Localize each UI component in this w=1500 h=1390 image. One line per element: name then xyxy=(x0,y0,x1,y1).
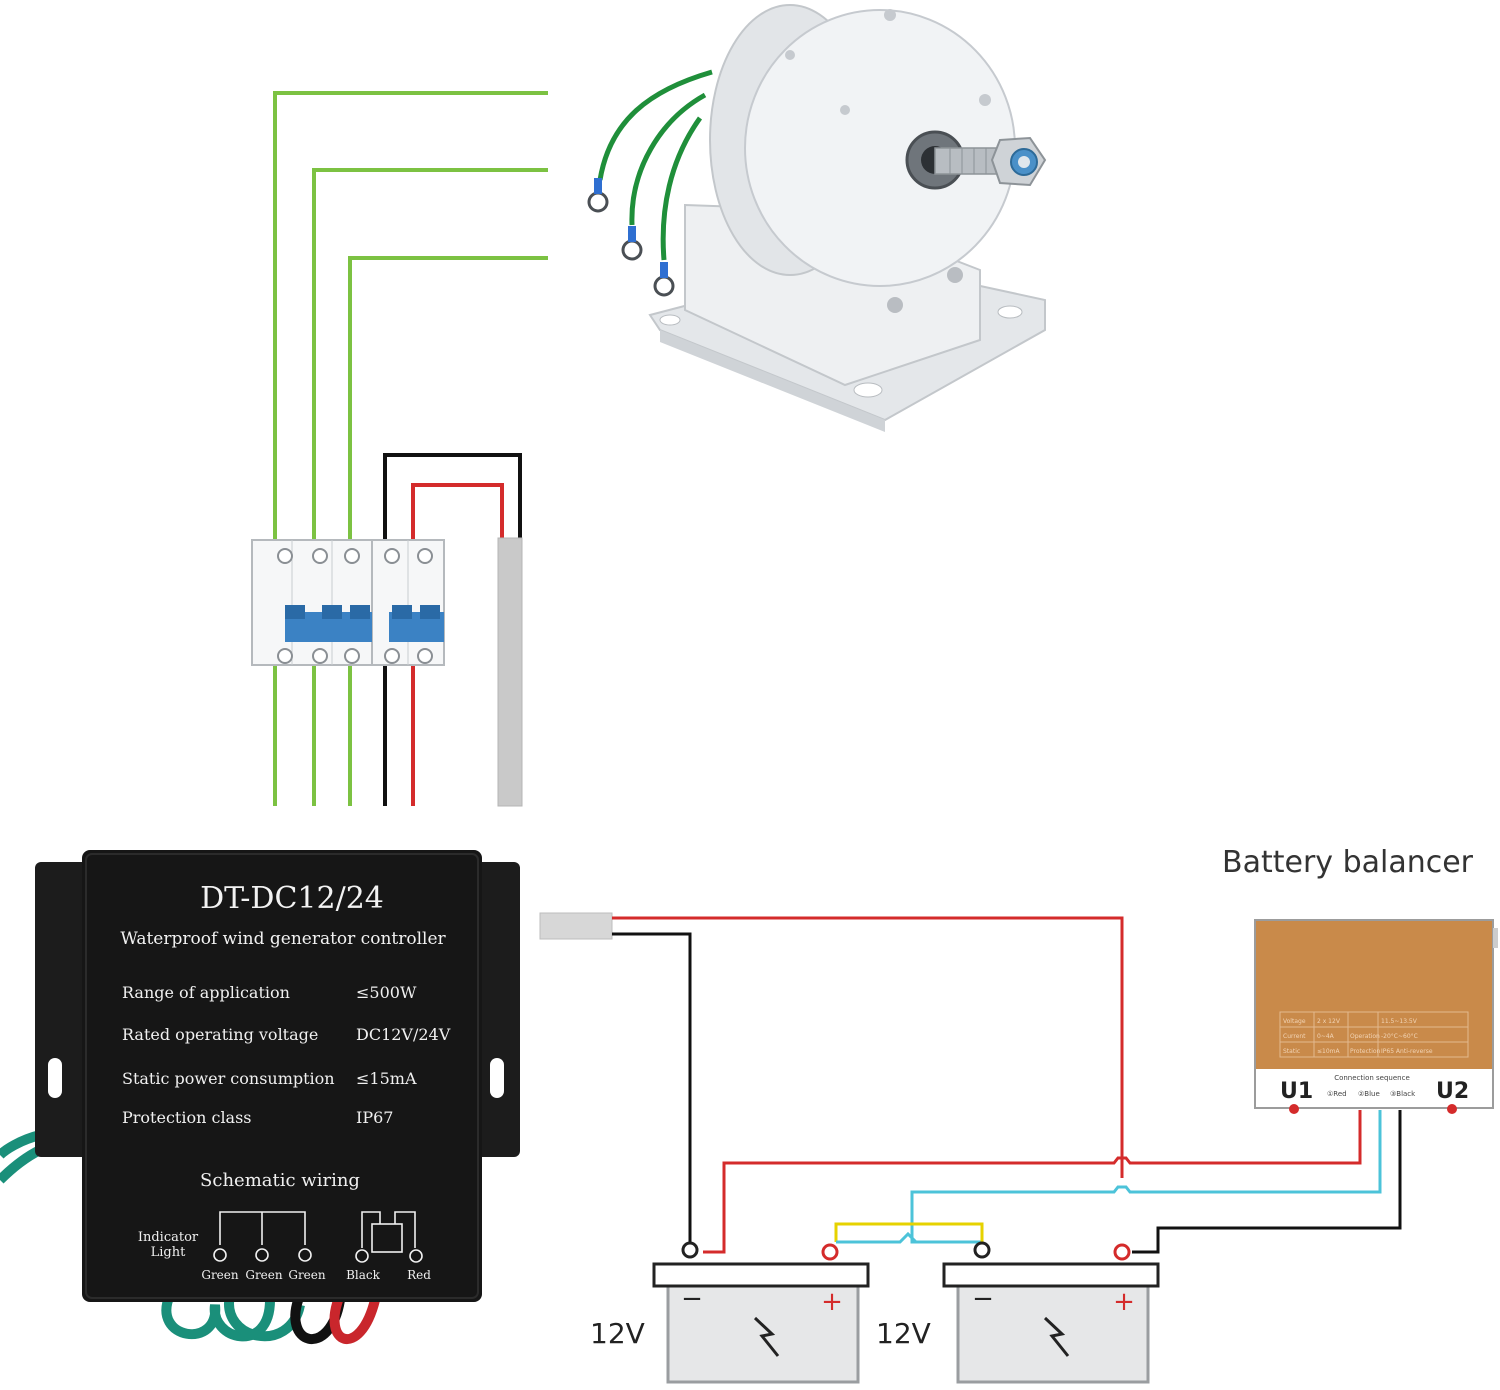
battery-2 xyxy=(942,1241,1160,1384)
balancer-cell-2-2: Protection xyxy=(1350,1048,1381,1055)
balancer-sequence-blue: ②Blue xyxy=(1358,1090,1380,1098)
controller-model: DT-DC12/24 xyxy=(200,881,384,916)
wind-generator xyxy=(587,4,1047,432)
spec-value-range: ≤500W xyxy=(356,983,417,1002)
balancer-cell-2-3: IP65 Anti-reverse xyxy=(1381,1048,1433,1055)
battery-1 xyxy=(652,1241,870,1384)
balancer-cell-1-0: Current xyxy=(1283,1033,1306,1040)
indicator-label-2: Light xyxy=(151,1245,186,1260)
battery-wires xyxy=(612,916,1402,1254)
balancer-cell-0-1: 2 x 12V xyxy=(1317,1018,1341,1025)
schematic-symbols xyxy=(213,1211,423,1263)
battery-1-pos: + xyxy=(821,1287,843,1317)
balancer-cell-1-1: 0~4A xyxy=(1317,1033,1335,1040)
balancer-sequence-label: Connection sequence xyxy=(1334,1074,1410,1082)
spec-value-static: ≤15mA xyxy=(356,1069,417,1088)
battery-1-voltage: 12V xyxy=(590,1317,645,1350)
balancer-cell-0-3: 11.5~13.5V xyxy=(1381,1018,1418,1025)
battery-balancer xyxy=(1254,919,1498,1114)
balancer-cell-1-2: Operation xyxy=(1350,1033,1380,1040)
terminal-label-red: Red xyxy=(407,1268,431,1282)
balancer-cell-1-3: -20°C~60°C xyxy=(1381,1033,1418,1040)
balancer-sequence-black: ③Black xyxy=(1390,1090,1416,1098)
terminal-label-green-1: Green xyxy=(201,1268,239,1282)
schematic-title: Schematic wiring xyxy=(200,1170,360,1191)
output-connector xyxy=(539,912,613,940)
balancer-cell-2-0: Static xyxy=(1283,1048,1300,1055)
battery-1-neg: − xyxy=(681,1284,703,1314)
balancer-port-u2: U2 xyxy=(1436,1079,1469,1104)
balancer-port-u1: U1 xyxy=(1280,1079,1313,1104)
terminal-label-black: Black xyxy=(346,1268,381,1282)
battery-2-voltage: 12V xyxy=(876,1317,931,1350)
terminal-label-green-2: Green xyxy=(245,1268,283,1282)
controller-subtitle: Waterproof wind generator controller xyxy=(120,929,446,949)
battery-2-neg: − xyxy=(972,1284,994,1314)
balancer-cell-0-0: Voltage xyxy=(1283,1018,1306,1025)
spec-value-voltage: DC12V/24V xyxy=(356,1025,451,1044)
circuit-breaker xyxy=(251,539,445,666)
balancer-cell-2-1: ≤10mA xyxy=(1317,1048,1341,1055)
spec-label-voltage: Rated operating voltage xyxy=(122,1025,318,1044)
battery-2-pos: + xyxy=(1113,1287,1135,1317)
spec-label-static: Static power consumption xyxy=(122,1069,335,1088)
terminal-label-green-3: Green xyxy=(288,1268,326,1282)
balancer-title: Battery balancer xyxy=(1222,845,1474,880)
indicator-label-1: Indicator xyxy=(138,1230,199,1245)
dump-load-resistor xyxy=(497,537,523,807)
balancer-sequence-red: ①Red xyxy=(1327,1090,1347,1098)
wind-controller xyxy=(0,850,520,1345)
spec-label-protection: Protection class xyxy=(122,1108,252,1127)
spec-label-range: Range of application xyxy=(122,983,290,1002)
spec-value-protection: IP67 xyxy=(356,1108,393,1127)
